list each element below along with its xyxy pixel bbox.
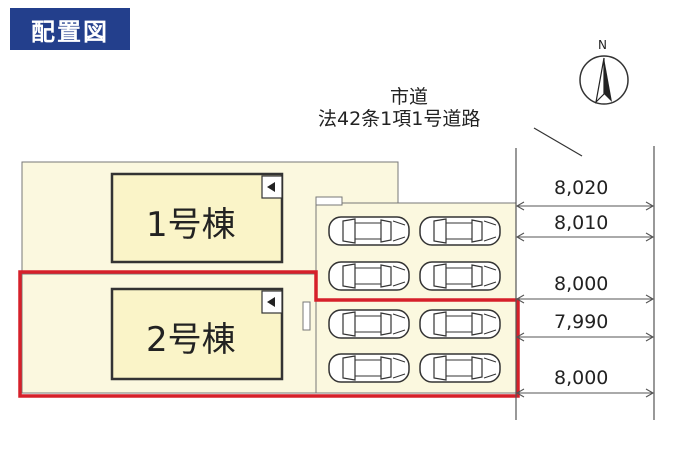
dimension-label: 8,000 [554,273,609,295]
car-icon [328,353,410,383]
car-icon [328,261,410,291]
road-name: 市道 [390,86,429,108]
car-icon [419,353,501,383]
north-arrow-icon [579,55,629,105]
building-2-label: 2号棟 [146,320,236,360]
dimension-label: 8,020 [554,177,609,199]
building-1-footprint [110,172,284,264]
building-2-entrance-icon [267,297,275,307]
dimension-line [515,294,655,304]
dimension-line [515,388,655,398]
dimension-line [515,332,655,342]
car-icon [419,309,501,339]
road-classification: 法42条1項1号道路 [318,108,481,130]
car-icon [419,261,501,291]
dimension-label: 7,990 [554,311,609,333]
car-icon [328,309,410,339]
title-badge: 配置図 [10,8,130,50]
dimension-lines [515,201,655,398]
compass-label: N [598,38,607,52]
utility-box [315,196,343,206]
dimension-label: 8,010 [554,212,609,234]
road-pointer-line [533,127,583,157]
car-icon [419,216,501,246]
car-icon [328,216,410,246]
building-2-footprint [110,287,284,381]
parking-cars [328,216,501,383]
dimension-label: 8,000 [554,367,609,389]
dimension-line [515,201,655,211]
side-door [302,301,311,331]
building-1-label: 1号棟 [146,205,236,245]
dimension-line [515,232,655,242]
building-1-entrance-icon [267,182,275,192]
